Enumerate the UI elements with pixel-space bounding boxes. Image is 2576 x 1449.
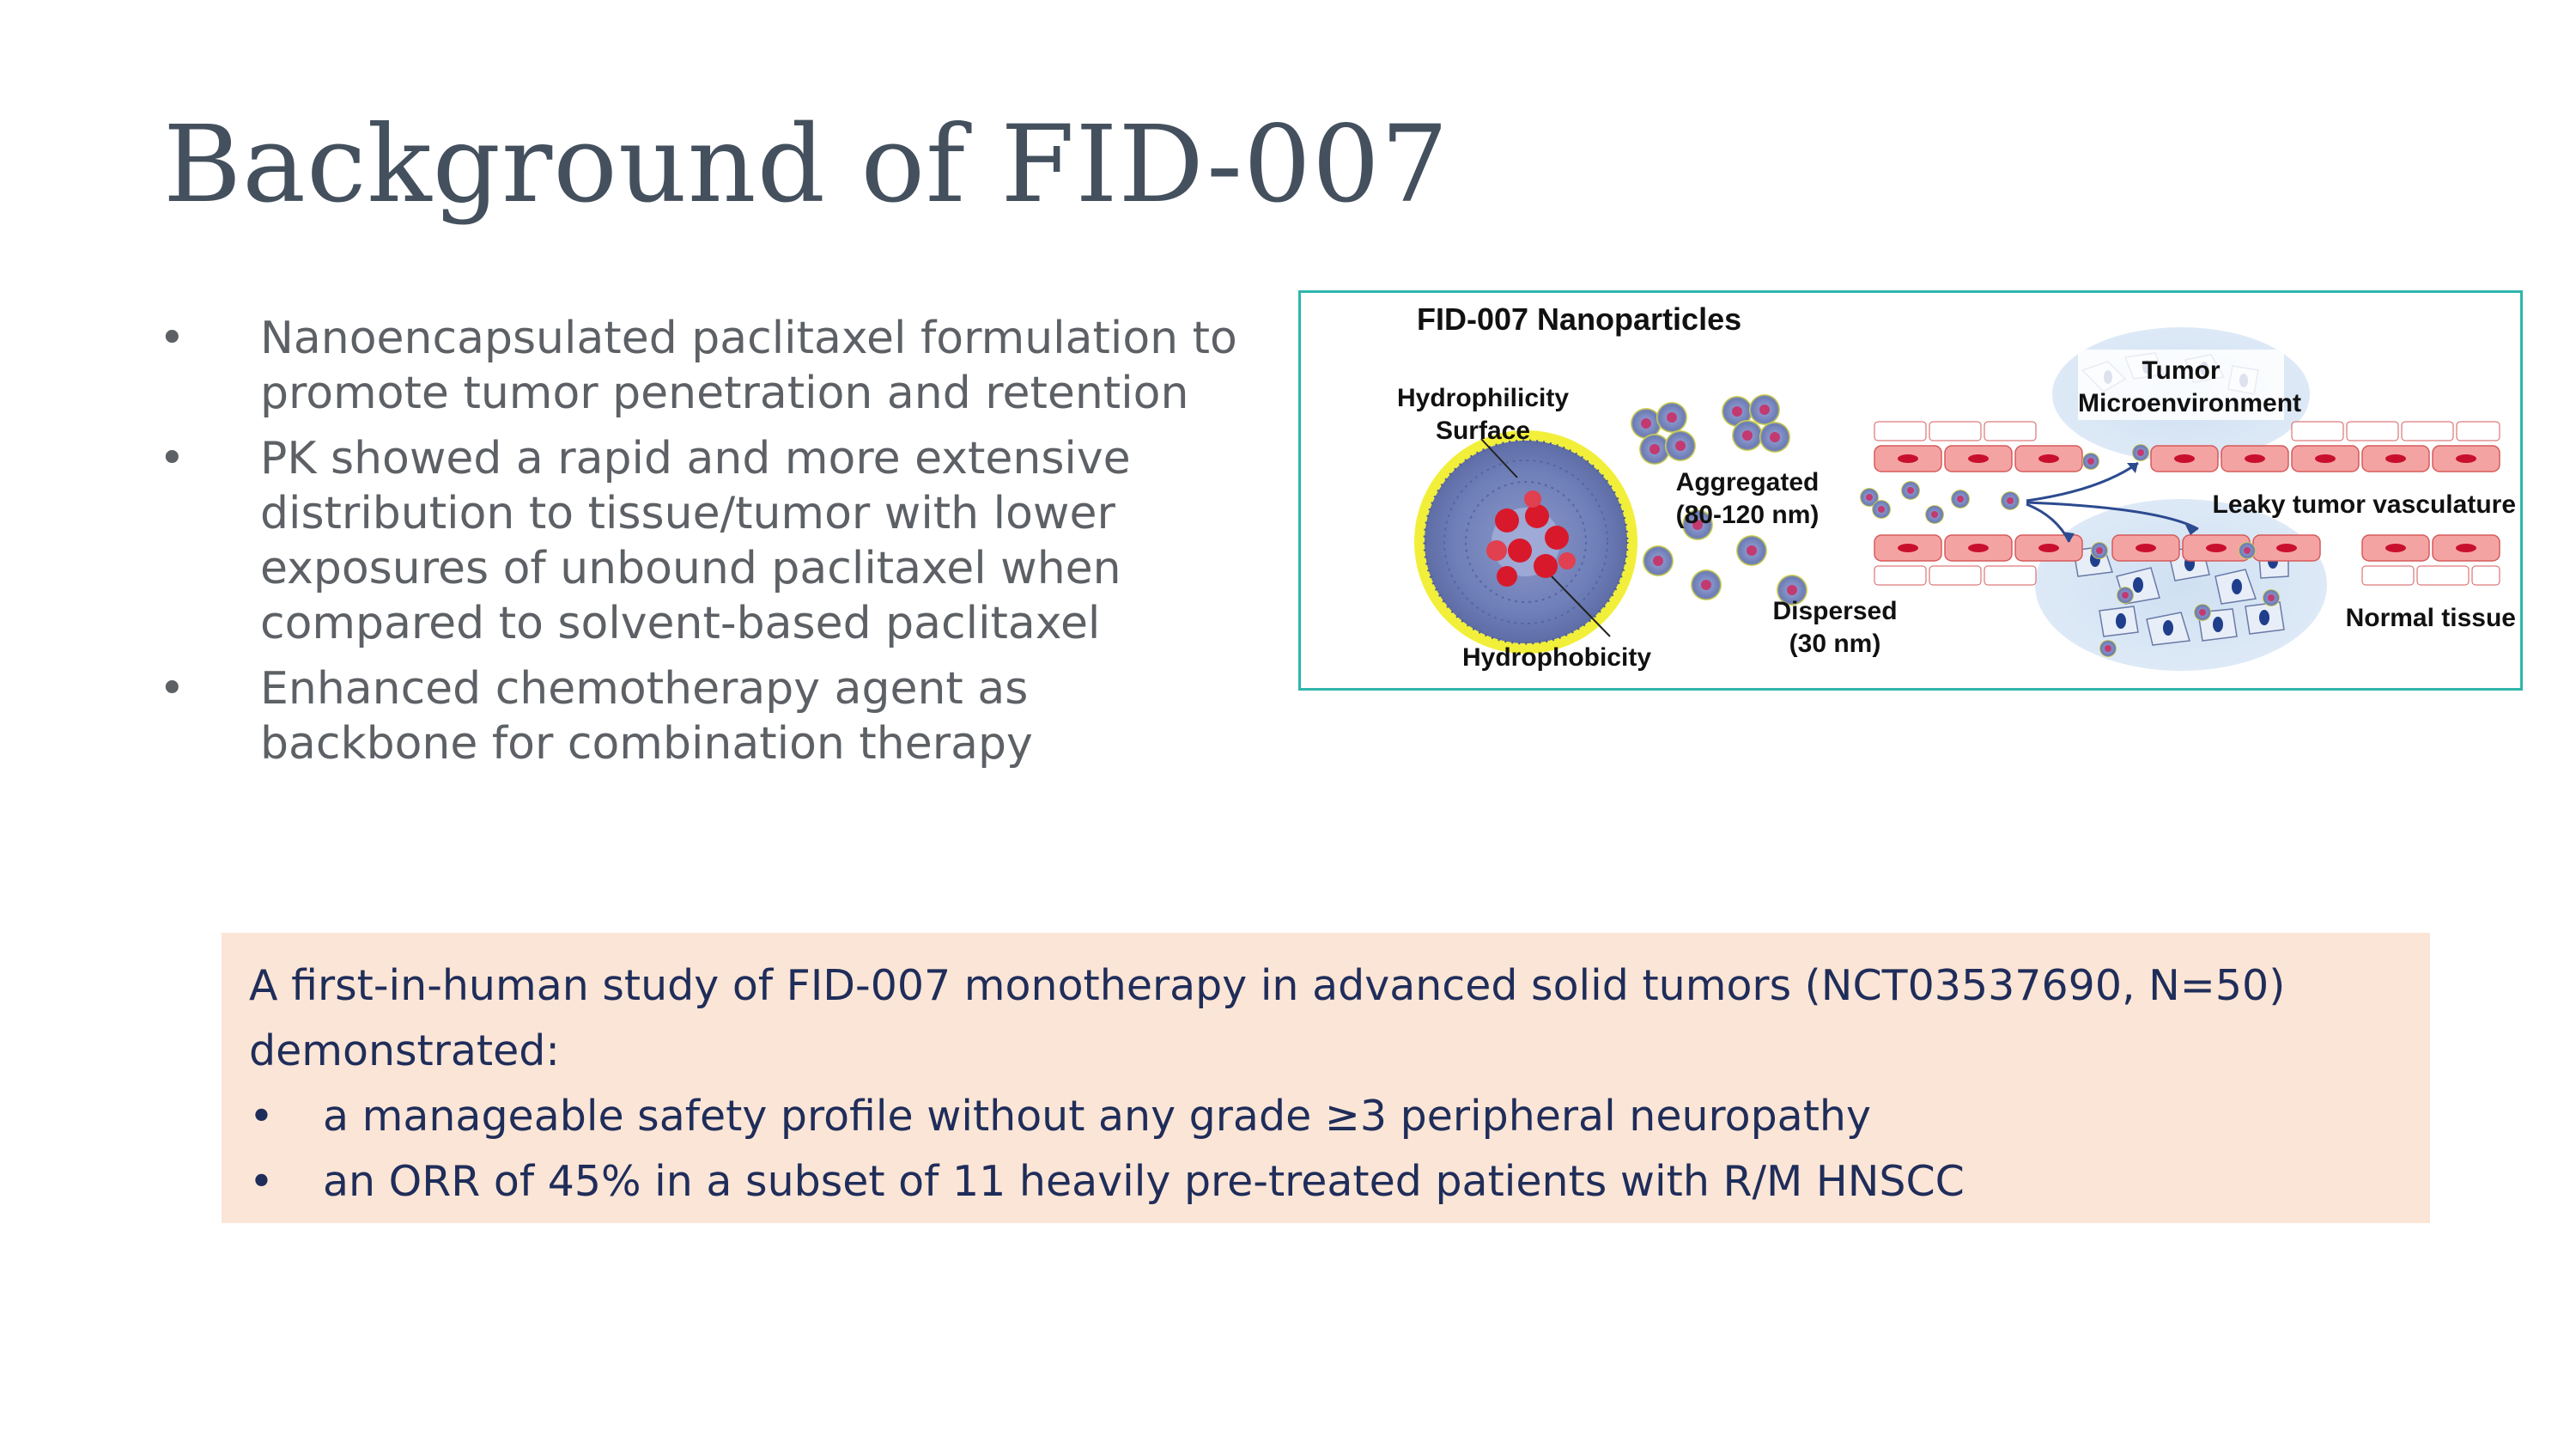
nanoparticle-figure: FID-007 Nanoparticles Hydrophilicity Sur… [1298,290,2523,691]
leaky-vasculature-label: Leaky tumor vasculature [2212,490,2516,519]
summary-points: • a manageable safety profile without any… [249,1084,2403,1215]
bullet-item: • Nanoencapsulated paclitaxel formulation… [159,311,1241,421]
dispersed-label: Dispersed (30 nm) [1772,597,1898,658]
bullet-dot-icon: • [159,433,185,484]
summary-point: • a manageable safety profile without any… [249,1084,2403,1149]
bullet-list: • Nanoencapsulated paclitaxel formulation… [159,311,1241,782]
aggregated-label: Aggregated (80-120 nm) [1675,468,1820,529]
dispersed-nanoparticles [1643,509,1807,606]
bullet-dot-icon: • [249,1092,274,1141]
summary-box: A first-in-human study of FID-007 monoth… [222,933,2430,1223]
summary-point-text: an ORR of 45% in a subset of 11 heavily … [323,1157,1965,1206]
large-nanoparticle [1414,430,1637,654]
bullet-item: • Enhanced chemotherapy agent as backbone… [159,661,1241,771]
bullet-dot-icon: • [159,313,185,364]
tumor-microenvironment-label: Tumor Microenvironment [2078,356,2302,417]
aggregated-nanoparticles [1631,394,1790,465]
bullet-item: • PK showed a rapid and more extensive di… [159,431,1241,651]
nanoparticle-illustration [1414,327,2500,671]
normal-tissue-label: Normal tissue [2345,604,2516,632]
circulating-nanoparticles [1860,444,2280,657]
hydrophobicity-label: Hydrophobicity [1462,643,1652,672]
summary-point-text: a manageable safety profile without any … [323,1092,1871,1141]
bullet-dot-icon: • [249,1157,274,1206]
figure-heading: FID-007 Nanoparticles [1417,301,1742,337]
summary-point: • an ORR of 45% in a subset of 11 heavily… [249,1149,2403,1215]
bullet-dot-icon: • [159,663,185,715]
bullet-text: PK showed a rapid and more extensive dis… [260,433,1131,649]
summary-intro: A first-in-human study of FID-007 monoth… [249,961,2286,1075]
slide-title: Background of FID-007 [163,103,1449,227]
bullet-text: Enhanced chemotherapy agent as backbone … [260,663,1033,770]
blood-vessel [1874,421,2500,586]
bullet-text: Nanoencapsulated paclitaxel formulation … [260,313,1237,419]
hydrophilicity-label: Hydrophilicity Surface [1397,384,1570,445]
